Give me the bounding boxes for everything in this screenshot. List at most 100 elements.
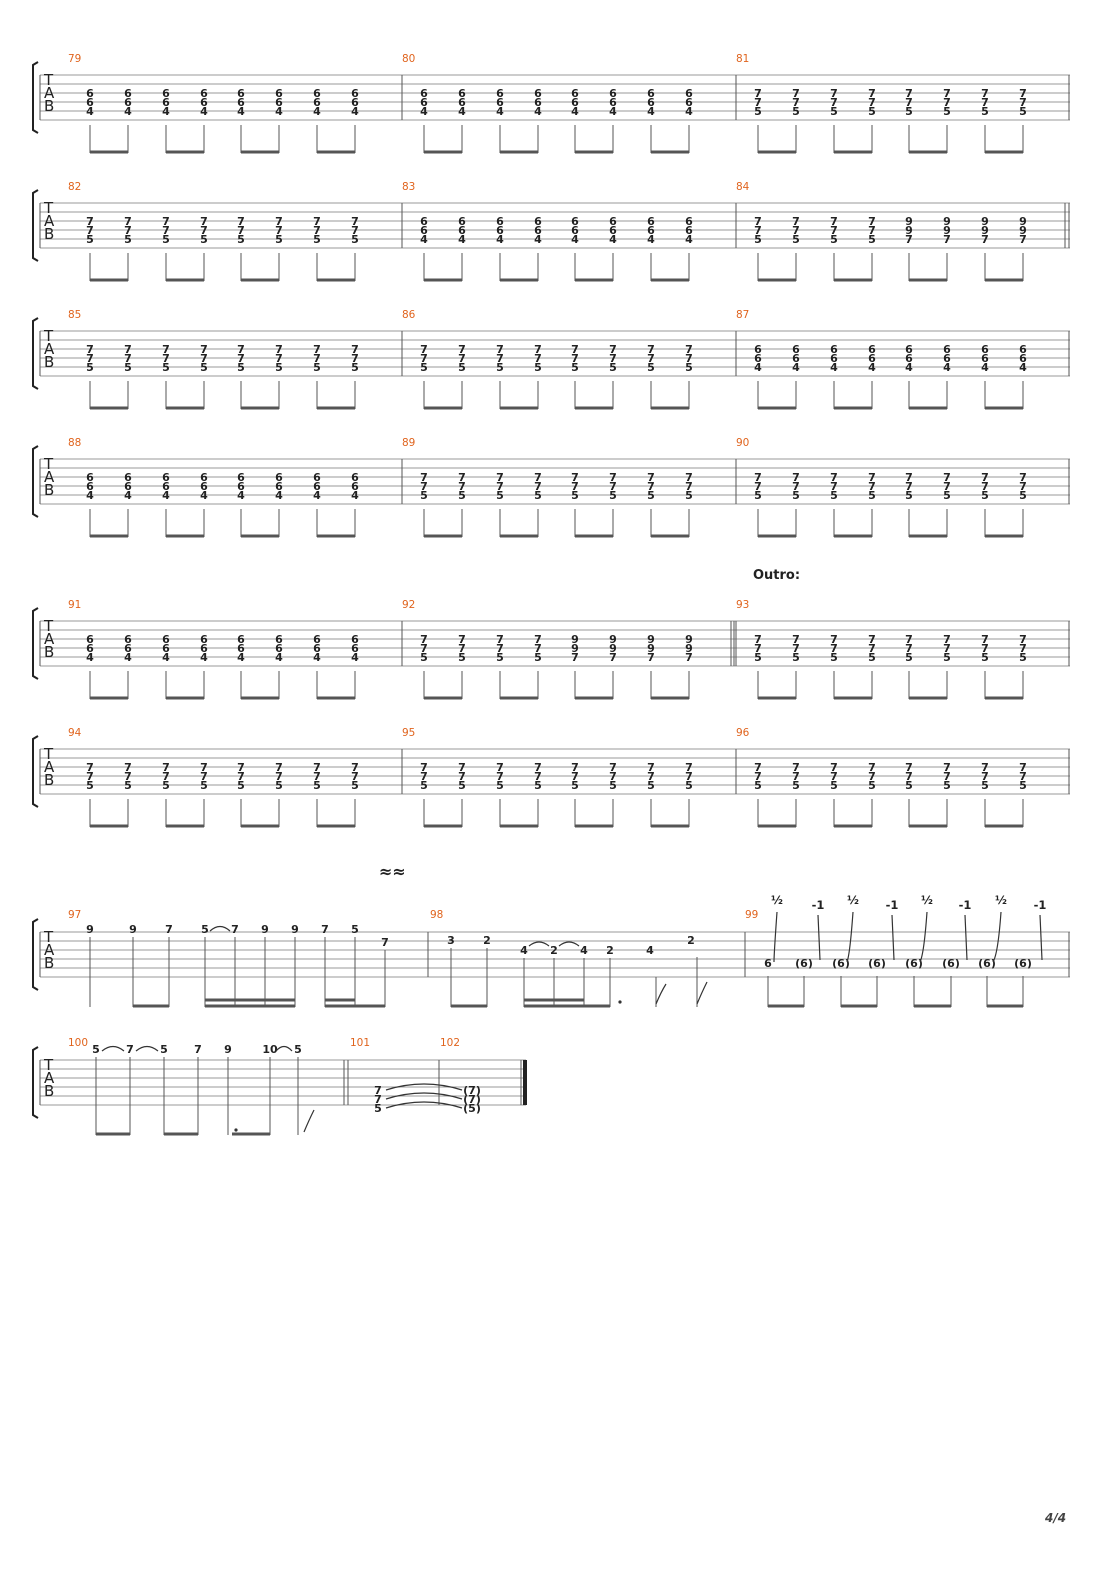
fret-number: 7	[792, 642, 800, 655]
fret-number: 6	[420, 215, 428, 228]
fret-number: 7	[351, 352, 359, 365]
fret-number: 7	[124, 215, 132, 228]
system-bracket	[32, 445, 39, 518]
fret-number: 7	[647, 352, 655, 365]
fret-number: 7	[905, 770, 913, 783]
system-bracket	[32, 918, 39, 991]
fret-number: 6	[313, 633, 321, 646]
fret-number: 6	[162, 633, 170, 646]
fret-number: 7	[458, 642, 466, 655]
fret-number: 5	[609, 489, 617, 502]
fret-number: 9	[571, 633, 579, 646]
bar-number: 83	[402, 181, 415, 193]
fret-number: 5	[754, 105, 762, 118]
fret-number: 4	[313, 105, 321, 118]
fret-number: 5	[351, 779, 359, 792]
fret-number: 4	[237, 651, 245, 664]
fret-number: 7	[534, 642, 542, 655]
fret-number: 5	[496, 651, 504, 664]
fret-number: 7	[162, 343, 170, 356]
fret-number: 7	[275, 343, 283, 356]
fret-number: 7	[374, 1093, 382, 1106]
fret-number: 7	[647, 761, 655, 774]
fret-number: 7	[124, 761, 132, 774]
fret-number: 5	[200, 361, 208, 374]
tab-system: TAB9477577577577577577577577595775775775…	[32, 727, 1070, 828]
fret-number: 7	[534, 471, 542, 484]
fret-number: 5	[313, 233, 321, 246]
fret-number: 6	[647, 96, 655, 109]
fret-number: 6	[868, 352, 876, 365]
fret-number: 7	[1019, 642, 1027, 655]
fret-number: 7	[905, 87, 913, 100]
fret-number: 7	[496, 343, 504, 356]
fret-number: 9	[943, 215, 951, 228]
system-bracket	[32, 189, 39, 262]
fret-number: 7	[275, 352, 283, 365]
fret-number: 4	[275, 489, 283, 502]
fret-number: 7	[313, 761, 321, 774]
fret-number: 6	[420, 87, 428, 100]
fret-number: 7	[231, 923, 239, 936]
slur	[209, 925, 231, 932]
fret-number: 4	[685, 233, 693, 246]
fret-number: 7	[943, 87, 951, 100]
fret-number: 7	[830, 761, 838, 774]
tab-system: TAB8866466466466466466466466489775775775…	[32, 437, 1070, 538]
fret-number: 4	[496, 105, 504, 118]
fret-number: 7	[496, 471, 504, 484]
fret-number: 7	[571, 352, 579, 365]
fret-number: 7	[1019, 87, 1027, 100]
fret-number: 4	[86, 105, 94, 118]
fret-number: 7	[647, 471, 655, 484]
fret-number: 7	[647, 651, 655, 664]
fret-number: 6	[458, 215, 466, 228]
fret-number: 7	[830, 96, 838, 109]
bar-number: 98	[430, 909, 443, 921]
bar-number: 102	[440, 1037, 460, 1049]
bend-release-curve	[1039, 914, 1043, 961]
fret-number: 9	[981, 224, 989, 237]
fret-number: 5	[534, 779, 542, 792]
fret-number: 6	[571, 87, 579, 100]
fret-number: 9	[1019, 215, 1027, 228]
tab-clef-letter: T	[43, 327, 54, 345]
fret-number: 5	[943, 779, 951, 792]
fret-number: 10	[262, 1043, 278, 1056]
fret-number: 7	[792, 633, 800, 646]
fret-number: 5	[571, 779, 579, 792]
fret-number: 6	[237, 480, 245, 493]
fret-number: 7	[420, 642, 428, 655]
fret-number: (6)	[868, 957, 886, 970]
fret-number: 4	[571, 105, 579, 118]
fret-number: 7	[237, 224, 245, 237]
fret-number: 6	[1019, 343, 1027, 356]
fret-number: 6	[830, 352, 838, 365]
fret-number: 4	[124, 489, 132, 502]
fret-number: 6	[534, 224, 542, 237]
fret-number: 7	[943, 633, 951, 646]
fret-number: 5	[792, 779, 800, 792]
fret-number: 7	[868, 770, 876, 783]
fret-number: 7	[275, 215, 283, 228]
fret-number: 7	[86, 224, 94, 237]
fret-number: 7	[458, 770, 466, 783]
fret-number: 4	[351, 651, 359, 664]
fret-number: 7	[830, 480, 838, 493]
fret-number: 5	[685, 361, 693, 374]
fret-number: 7	[496, 761, 504, 774]
fret-number: 6	[275, 642, 283, 655]
fret-number: 6	[571, 215, 579, 228]
fret-number: 6	[351, 87, 359, 100]
bar-number: 90	[736, 437, 749, 449]
bend-up-curve	[773, 911, 778, 963]
fret-number: 6	[609, 96, 617, 109]
fret-number: 5	[534, 361, 542, 374]
fret-number: 5	[458, 361, 466, 374]
fret-number: 6	[685, 96, 693, 109]
fret-number: 7	[571, 471, 579, 484]
fret-number: 4	[830, 361, 838, 374]
fret-number: 7	[868, 761, 876, 774]
fret-number: 7	[754, 96, 762, 109]
fret-number: 6	[571, 96, 579, 109]
